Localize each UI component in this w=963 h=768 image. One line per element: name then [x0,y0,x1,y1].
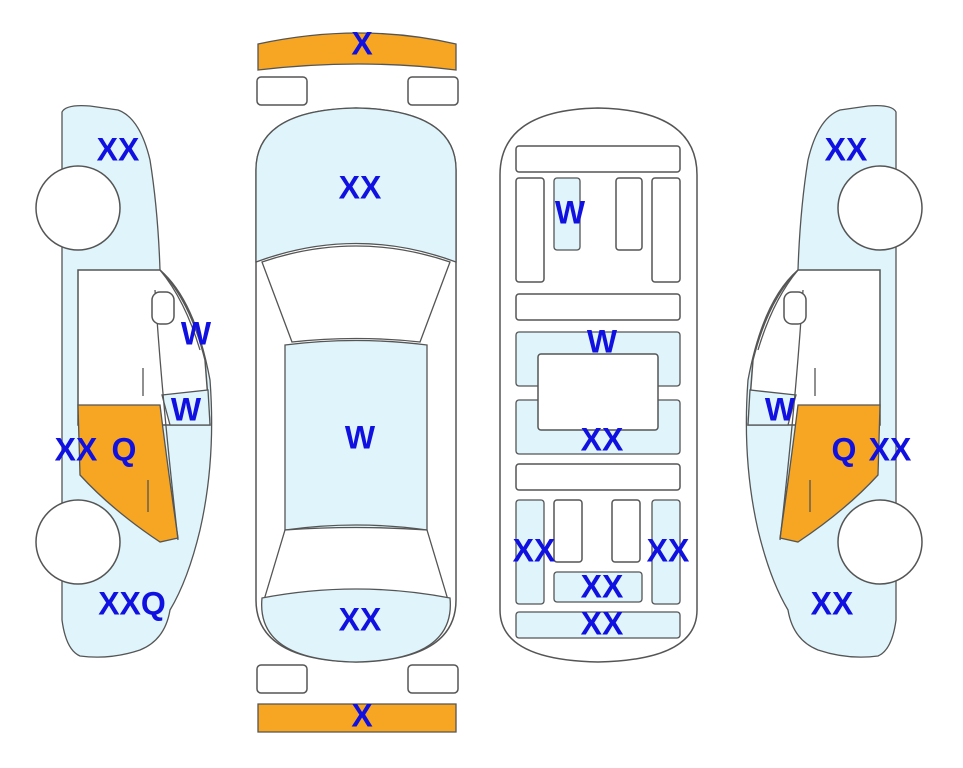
underbody-rear-bottom [515,611,681,639]
damage-labels: XX W W XX Q XXQ X XX W XX X W W XX XX XX… [55,25,912,733]
label-left-front-door-code2: Q [112,431,137,467]
top-rear-bumper [257,703,457,733]
underbody-rear-crossmember [515,463,681,491]
underbody-center-tunnel [537,353,659,431]
right-mirror [783,291,807,325]
label-top-rear-bumper: X [351,697,373,733]
top-front-bumper [257,32,457,71]
right-side-view [745,104,923,658]
label-underbody-front-left: W [555,194,586,230]
label-right-rear-quarter: XX [811,585,854,621]
underbody-front-right [615,177,643,251]
label-right-front-window: W [765,391,796,427]
label-underbody-rear-left: XX [513,532,556,568]
label-right-front-door-code2: XX [869,431,912,467]
top-front-light-left [256,76,308,106]
label-left-front-fender: XX [97,131,140,167]
label-right-front-fender: XX [825,131,868,167]
top-windshield [261,245,451,343]
underbody-front-rail-right [651,177,681,283]
right-side-window [747,389,797,426]
label-top-roof: W [345,419,376,455]
underbody-view [499,107,698,663]
underbody-rear-left [515,499,545,605]
label-top-front-bumper: X [351,25,373,61]
label-top-trunk: XX [339,601,382,637]
underbody-crossmember [515,293,681,321]
underbody-rear-center [553,571,643,603]
label-underbody-rear-bottom: XX [581,605,624,641]
label-underbody-rear-center: XX [581,568,624,604]
underbody-front-left [553,177,581,251]
right-front-wheel [837,165,923,251]
right-a-pillar-line [757,269,799,351]
label-underbody-rear-right: XX [647,532,690,568]
left-side-window [161,389,211,426]
top-hood [255,107,457,263]
left-a-pillar-line [159,269,201,351]
left-side-view [35,104,213,658]
label-left-rear-quarter: XXQ [98,585,166,621]
top-front-light-right [407,76,459,106]
top-trunk [261,588,451,663]
underbody-rear-inner-left [553,499,583,563]
left-rear-wheel [35,499,121,585]
label-left-a-pillar: W [181,315,212,351]
underbody-front-bar [515,145,681,173]
left-mirror [151,291,175,325]
label-underbody-middle-top: W [587,323,618,359]
label-top-hood: XX [339,169,382,205]
label-left-front-window: W [171,391,202,427]
underbody-front-rail-left [515,177,545,283]
right-rear-wheel [837,499,923,585]
underbody-rear-inner-right [611,499,641,563]
left-front-wheel [35,165,121,251]
top-rear-light-left [256,664,308,694]
underbody-rear-right [651,499,681,605]
top-view [255,32,459,733]
label-left-front-door-code1: XX [55,431,98,467]
label-right-front-door-code1: Q [832,431,857,467]
label-underbody-middle-bottom: XX [581,421,624,457]
top-rear-light-right [407,664,459,694]
